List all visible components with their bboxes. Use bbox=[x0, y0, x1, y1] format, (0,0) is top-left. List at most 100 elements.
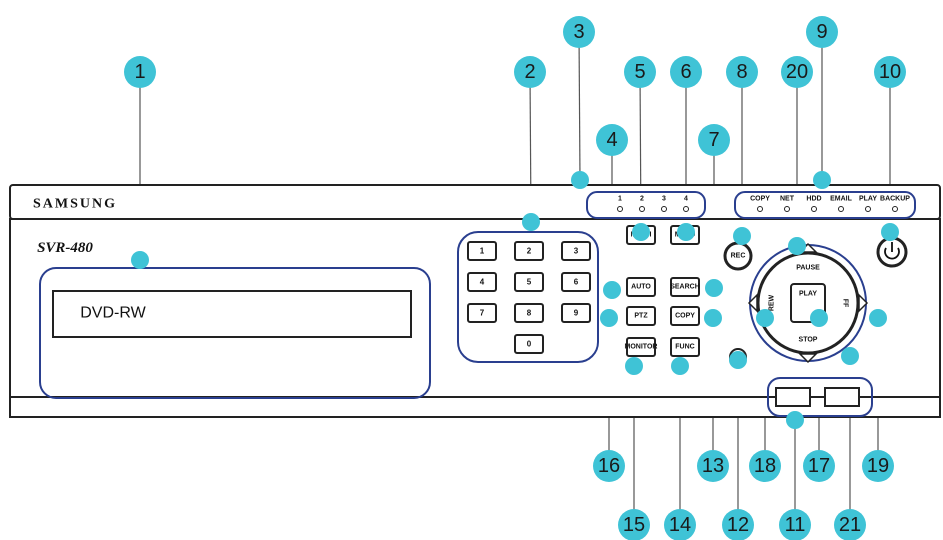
callout-badge-15 bbox=[618, 509, 650, 540]
callout-number: 5 bbox=[634, 61, 645, 83]
nav-down-label: STOP bbox=[799, 337, 818, 344]
callout-badge-2 bbox=[514, 56, 546, 88]
numeric-key-7[interactable] bbox=[467, 303, 497, 323]
numeric-key-label: 3 bbox=[574, 247, 579, 256]
callout-number: 7 bbox=[708, 129, 719, 151]
numeric-key-label: 6 bbox=[574, 278, 579, 287]
callout-anchor-dot-10 bbox=[881, 223, 899, 241]
nav-down-arrow-icon[interactable] bbox=[798, 353, 818, 364]
play-stop-label: PLAY bbox=[799, 291, 817, 298]
channel-led-indicator bbox=[683, 206, 689, 212]
numeric-keypad-outline bbox=[457, 231, 599, 363]
nav-right-arrow-icon[interactable] bbox=[858, 293, 869, 313]
callout-badge-16 bbox=[593, 450, 625, 482]
numeric-key-5[interactable] bbox=[514, 272, 544, 292]
model-label: SVR-480 bbox=[37, 240, 93, 256]
callout-badge-7 bbox=[698, 124, 730, 156]
status-led-label: PLAY bbox=[859, 196, 877, 203]
numeric-key-3[interactable] bbox=[561, 241, 591, 261]
channel-led-indicator bbox=[661, 206, 667, 212]
numeric-key-label: 4 bbox=[480, 278, 485, 287]
callout-badge-11 bbox=[779, 509, 811, 540]
func-button-label: FUNC bbox=[675, 344, 694, 351]
monitor-button[interactable] bbox=[626, 337, 656, 357]
numeric-key-label: 2 bbox=[527, 247, 532, 256]
ptz-button-label: PTZ bbox=[634, 313, 648, 320]
callout-badge-13 bbox=[697, 450, 729, 482]
search-button[interactable] bbox=[670, 277, 700, 297]
callout-anchor-dot-13 bbox=[704, 309, 722, 327]
callout-number: 18 bbox=[754, 455, 776, 477]
callout-leader-3 bbox=[578, 31, 581, 181]
numeric-key-2[interactable] bbox=[514, 241, 544, 261]
callout-number: 12 bbox=[727, 514, 749, 536]
nav-left-arrow-icon[interactable] bbox=[747, 293, 758, 313]
rec-button-label: REC bbox=[731, 253, 746, 260]
callout-badge-8 bbox=[726, 56, 758, 88]
dvd-drive-label: DVD-RW bbox=[80, 305, 146, 322]
callout-number: 1 bbox=[134, 61, 145, 83]
callout-anchor-dot-20 bbox=[788, 237, 806, 255]
power-icon bbox=[884, 242, 900, 260]
auto-button[interactable] bbox=[626, 277, 656, 297]
channel-led-label: 1 bbox=[618, 196, 622, 203]
numeric-key-1[interactable] bbox=[467, 241, 497, 261]
callout-number: 15 bbox=[623, 514, 645, 536]
chassis-foot bbox=[9, 396, 941, 418]
callout-badge-5 bbox=[624, 56, 656, 88]
channel-led-label: 3 bbox=[662, 196, 666, 203]
callout-badge-14 bbox=[664, 509, 696, 540]
callout-anchor-dot-1 bbox=[131, 251, 149, 269]
callout-number: 19 bbox=[867, 455, 889, 477]
numeric-key-6[interactable] bbox=[561, 272, 591, 292]
callout-number: 14 bbox=[669, 514, 691, 536]
callout-number: 3 bbox=[573, 21, 584, 43]
numeric-key-0[interactable] bbox=[514, 334, 544, 354]
callout-badge-12 bbox=[722, 509, 754, 540]
nav-left-label: REW bbox=[769, 294, 776, 311]
callout-number: 4 bbox=[606, 129, 617, 151]
numeric-key-9[interactable] bbox=[561, 303, 591, 323]
usb-ports-outline bbox=[767, 377, 873, 417]
ptz-button[interactable] bbox=[626, 306, 656, 326]
usb-port-2[interactable] bbox=[824, 387, 860, 407]
channel-led-indicator bbox=[639, 206, 645, 212]
callout-number: 11 bbox=[785, 514, 806, 536]
status-led-indicator bbox=[838, 206, 844, 212]
callout-anchor-dot-19 bbox=[869, 309, 887, 327]
status-led-label: NET bbox=[780, 196, 795, 203]
channel-led-indicator bbox=[617, 206, 623, 212]
channel-led-label: 2 bbox=[640, 196, 644, 203]
callout-badge-9 bbox=[806, 16, 838, 48]
dvd-drive-group-outline bbox=[39, 267, 431, 399]
callout-badge-21 bbox=[834, 509, 866, 540]
callout-anchor-dot-15 bbox=[625, 357, 643, 375]
callout-anchor-dot-18 bbox=[756, 309, 774, 327]
search-button-label: SEARCH bbox=[670, 284, 700, 291]
callout-anchor-dot-2 bbox=[522, 213, 540, 231]
channel-led-group-outline bbox=[586, 191, 706, 219]
copy-button[interactable] bbox=[670, 306, 700, 326]
callout-badge-10 bbox=[874, 56, 906, 88]
status-led-indicator bbox=[865, 206, 871, 212]
callout-badge-6 bbox=[670, 56, 702, 88]
callout-badge-17 bbox=[803, 450, 835, 482]
status-led-label: EMAIL bbox=[830, 196, 853, 203]
status-led-label: HDD bbox=[806, 196, 821, 203]
usb-port-1[interactable] bbox=[775, 387, 811, 407]
callout-anchor-dot-21 bbox=[841, 347, 859, 365]
callout-number: 17 bbox=[808, 455, 830, 477]
numeric-key-4[interactable] bbox=[467, 272, 497, 292]
callout-badge-1 bbox=[124, 56, 156, 88]
func-button[interactable] bbox=[670, 337, 700, 357]
numeric-key-label: 9 bbox=[574, 309, 579, 318]
dvd-drive-tray[interactable] bbox=[52, 290, 412, 338]
numeric-key-label: 0 bbox=[527, 340, 532, 349]
numeric-key-8[interactable] bbox=[514, 303, 544, 323]
callout-anchor-dot-12 bbox=[729, 351, 747, 369]
